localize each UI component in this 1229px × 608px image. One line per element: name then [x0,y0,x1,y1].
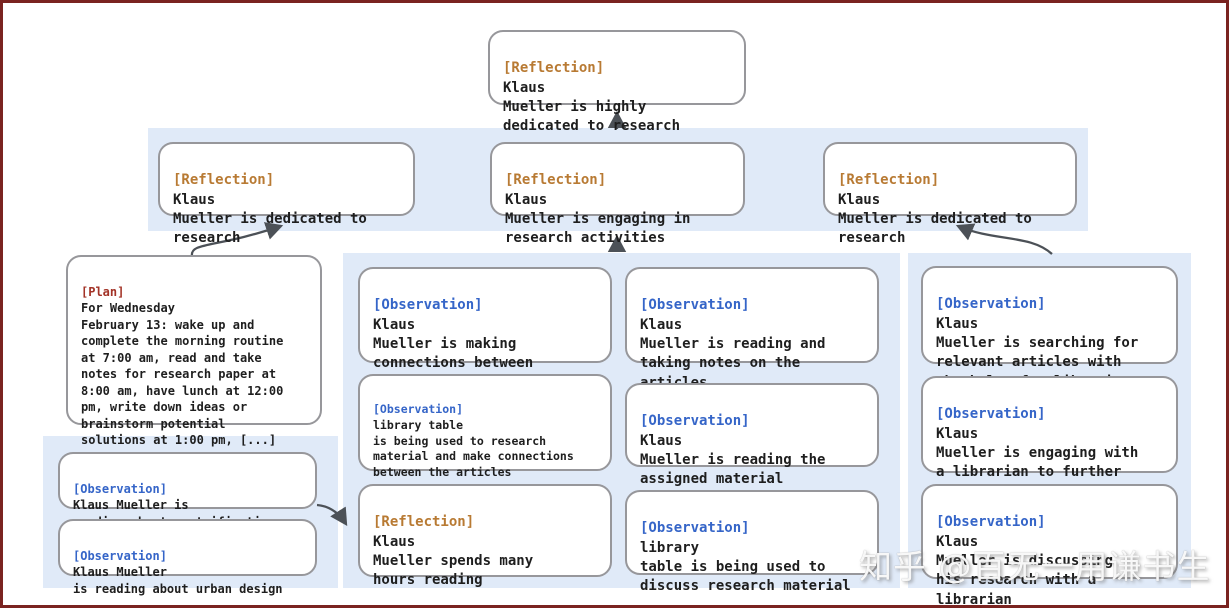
observation-tag: [Observation] [936,296,1046,313]
observation-tag: [Observation] [373,401,464,416]
node-reflection-spends-hours-reading: [Reflection] Klaus Mueller spends many h… [358,484,612,588]
node-observation-urban-design: [Observation] Klaus Mueller is reading a… [58,519,317,596]
observation-tag: [Observation] [936,514,1046,531]
node-reflection-row2-right: [Reflection] Klaus Mueller is dedicated … [823,142,1077,246]
reflection-tag: [Reflection] [503,60,605,77]
reflection-tag: [Reflection] [173,172,275,189]
node-text: Klaus Mueller is reading the assigned ma… [640,432,826,488]
node-reflection-top: [Reflection] Klaus Mueller is highly ded… [488,30,746,134]
node-text: Klaus Mueller is discussing his research… [936,533,1114,608]
node-plan: [Plan] For Wednesday February 13: wake u… [66,255,322,447]
observation-tag: [Observation] [640,520,750,537]
node-observation-gentrification: [Observation] Klaus Mueller is reading a… [58,452,317,529]
node-text: Klaus Mueller is highly dedicated to res… [503,79,681,135]
reflection-tag: [Reflection] [838,172,940,189]
node-text: Klaus Mueller is reading and taking note… [640,316,826,391]
observation-tag: [Observation] [373,297,483,314]
node-text: Klaus Mueller is dedicated to research [173,191,367,247]
observation-tag: [Observation] [640,297,750,314]
observation-tag: [Observation] [73,481,167,496]
node-text: Klaus Mueller is reading about urban des… [73,565,283,596]
node-observation-discussing-research: [Observation] Klaus Mueller is discussin… [921,484,1178,605]
node-observation-engaging-librarian: [Observation] Klaus Mueller is engaging … [921,376,1178,500]
node-text: Klaus Mueller is dedicated to research [838,191,1032,247]
watermark: 知乎 @百无一用谦书生 [859,547,1211,586]
node-text: Klaus Mueller spends many hours reading [373,533,534,589]
node-observation-library-table-discuss: [Observation] library table is being use… [625,490,879,594]
reflection-tag: [Reflection] [373,514,475,531]
node-text: Klaus Mueller is engaging in research ac… [505,191,691,247]
observation-tag: [Observation] [936,406,1046,423]
node-observation-library-table-research: [Observation] library table is being use… [358,374,612,479]
node-text: library table is being used to discuss r… [640,539,851,595]
reflection-tag: [Reflection] [505,172,607,189]
node-reflection-row2-left: [Reflection] Klaus Mueller is dedicated … [158,142,415,246]
observation-tag: [Observation] [640,413,750,430]
node-text: For Wednesday February 13: wake up and c… [81,301,284,448]
node-observation-assigned-material: [Observation] Klaus Mueller is reading t… [625,383,879,487]
node-observation-searching-articles: [Observation] Klaus Mueller is searching… [921,266,1178,390]
node-observation-taking-notes: [Observation] Klaus Mueller is reading a… [625,267,879,391]
node-reflection-row2-middle: [Reflection] Klaus Mueller is engaging i… [490,142,745,246]
observation-tag: [Observation] [73,548,167,563]
plan-tag: [Plan] [81,284,125,299]
node-text: library table is being used to research … [373,417,574,480]
node-observation-making-connections: [Observation] Klaus Mueller is making co… [358,267,612,391]
